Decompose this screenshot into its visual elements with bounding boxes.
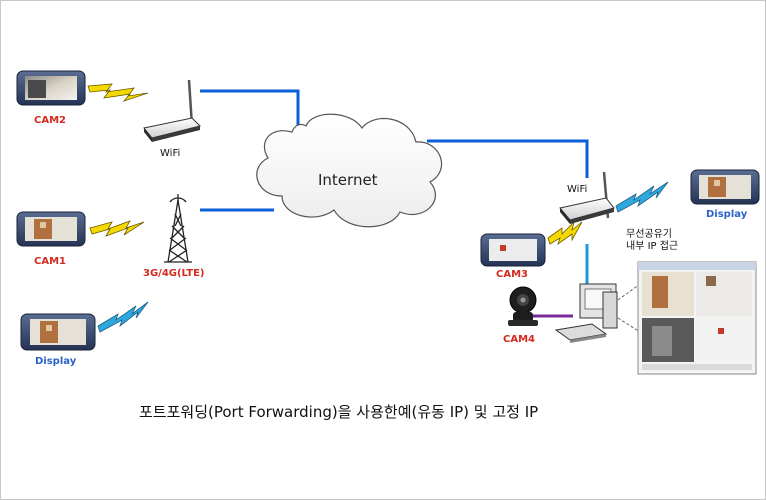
label-wifi-right: WiFi — [567, 184, 588, 195]
label-wifi-left: WiFi — [160, 148, 181, 159]
phone-cam2 — [16, 70, 86, 106]
label-display-left: Display — [35, 356, 77, 367]
label-cam1: CAM1 — [34, 256, 66, 267]
internet-cloud — [256, 113, 443, 228]
label-cam3: CAM3 — [496, 269, 528, 280]
wired-links — [200, 89, 589, 318]
label-internet: Internet — [318, 171, 378, 189]
router-left — [143, 79, 201, 142]
wireless-display-right — [615, 181, 669, 213]
link-wifi-left-internet — [200, 89, 300, 129]
router-note-line2: 내부 IP 접근 — [626, 241, 679, 252]
phone-cam3 — [480, 233, 546, 267]
webcam-cam4 — [508, 286, 538, 326]
wireless-links-blue — [97, 181, 669, 333]
phone-display-right — [690, 169, 760, 205]
router-note-line1: 무선공유기 — [626, 229, 672, 240]
label-cam4: CAM4 — [503, 334, 535, 345]
pc — [554, 283, 618, 343]
wireless-links-yellow — [87, 83, 583, 246]
label-display-right: Display — [706, 209, 748, 220]
wireless-display-left — [97, 301, 149, 333]
label-cam2: CAM2 — [34, 115, 66, 126]
pc-screen-viewer — [637, 261, 757, 375]
label-cell-tower: 3G/4G(LTE) — [143, 268, 205, 279]
router-right — [559, 171, 615, 224]
wireless-cam3 — [547, 220, 583, 246]
router-note: 무선공유기 내부 IP 접근 — [626, 229, 678, 253]
phone-display-left — [20, 313, 96, 351]
link-internet-wifi-right — [427, 139, 589, 178]
wireless-cam2 — [87, 83, 149, 102]
callout-dashes — [617, 283, 641, 333]
diagram-caption: 포트포워딩(Port Forwarding)을 사용한예(유동 IP) 및 고정… — [139, 403, 539, 421]
wireless-cam1 — [89, 220, 145, 237]
phone-cam1 — [16, 211, 86, 247]
cell-tower — [164, 194, 192, 263]
